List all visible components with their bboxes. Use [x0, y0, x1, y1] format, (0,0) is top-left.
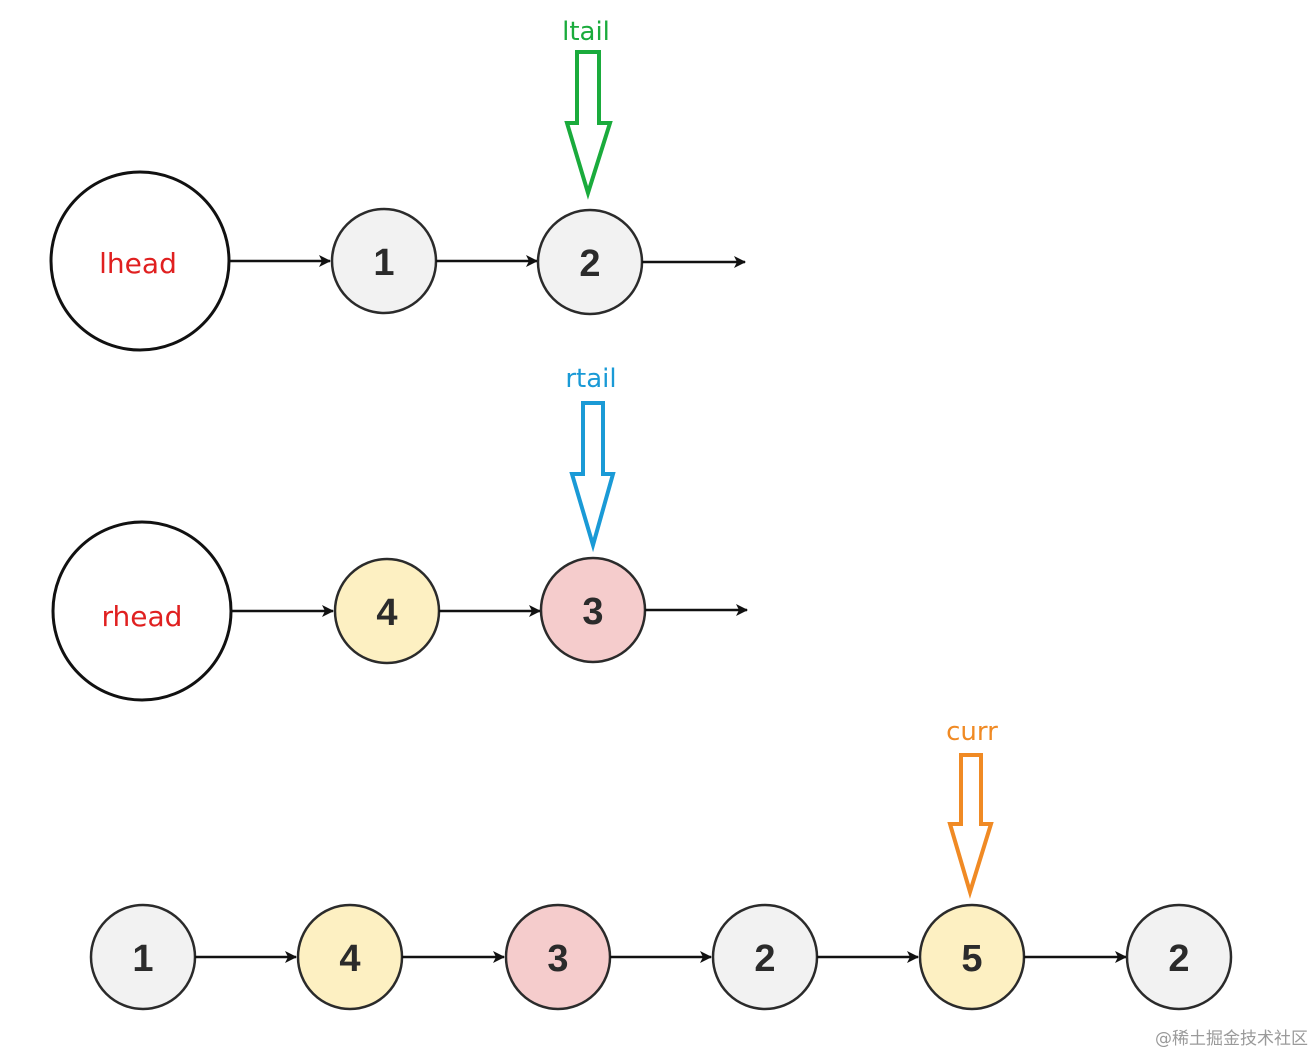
left-node-1-value: 1: [373, 242, 394, 284]
right-node-2-value: 3: [582, 591, 603, 633]
watermark: @稀土掘金技术社区: [1155, 1029, 1308, 1049]
rtail-label: rtail: [565, 364, 616, 394]
orig-node-2: 4: [296, 903, 404, 1011]
orig-node-5: 5: [918, 903, 1026, 1011]
orig-node-4-value: 2: [754, 938, 775, 980]
rtail-pointer: rtail: [565, 364, 617, 553]
orig-node-4: 2: [711, 903, 819, 1011]
orig-node-1: 1: [89, 903, 197, 1011]
ltail-arrow-icon: [564, 50, 613, 200]
orig-node-5-value: 5: [961, 938, 982, 980]
left-node-2-value: 2: [579, 243, 600, 285]
curr-arrow-icon: [947, 753, 994, 899]
orig-node-3-value: 3: [547, 938, 568, 980]
original-list: 1 4 3 2 5 2 curr: [89, 717, 1233, 1011]
right-list: rhead 4 3 rtail: [51, 364, 748, 702]
right-node-1: 4: [333, 557, 441, 665]
orig-node-6: 2: [1125, 903, 1233, 1011]
left-list: lhead 1 2 ltail: [49, 17, 746, 352]
ltail-pointer: ltail: [562, 17, 613, 200]
lhead-label: lhead: [99, 247, 177, 280]
orig-node-6-value: 2: [1168, 938, 1189, 980]
curr-pointer: curr: [946, 717, 998, 899]
rtail-arrow-icon: [569, 401, 616, 553]
rhead-label: rhead: [102, 600, 183, 633]
left-node-2: 2: [536, 208, 644, 316]
ltail-label: ltail: [562, 17, 610, 47]
curr-label: curr: [946, 717, 998, 747]
rhead-node: rhead: [51, 520, 233, 702]
left-node-1: 1: [330, 207, 438, 315]
right-node-1-value: 4: [376, 592, 397, 634]
orig-node-1-value: 1: [132, 938, 153, 980]
orig-node-3: 3: [504, 903, 612, 1011]
right-node-2: 3: [539, 556, 647, 664]
lhead-node: lhead: [49, 170, 231, 352]
orig-node-2-value: 4: [339, 938, 360, 980]
